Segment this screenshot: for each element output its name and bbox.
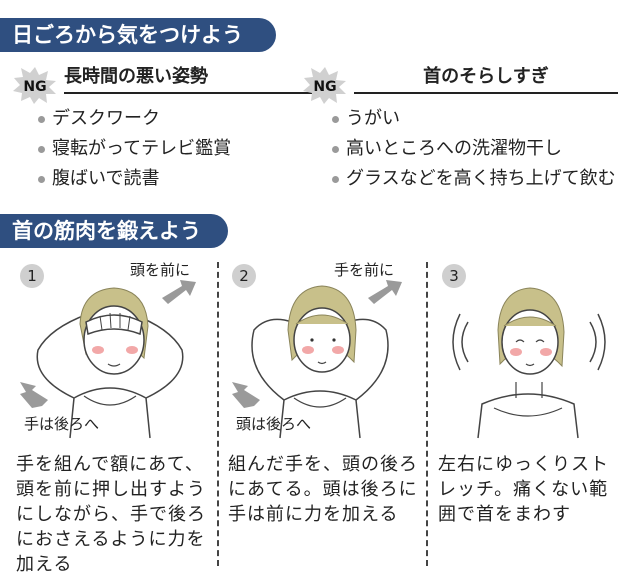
arrow-back-icon [232,382,260,408]
back-of-head-press-illustration [232,280,402,439]
step-description: 左右にゆっくりストレッチ。痛くない範囲で首をまわす [438,454,609,525]
ng-section-bad-posture: NG 長時間の悪い姿勢 デスクワーク 寝転がってテレビ鑑賞 腹ばいで読書 [12,62,312,202]
step-number: 2 [232,264,256,288]
exercise-step-2: 2 手を前に 頭は後ろへ 組んだ手を、頭の後ろにあてる。頭は後ろに手は前に力を加… [222,258,424,568]
step-top-label: 手を前に [334,261,395,279]
ng-list: うがい 高いところへの洗濯物干し グラスなどを高く持ち上げて飲む [332,106,618,196]
step-description: 組んだ手を、頭の後ろにあてる。頭は後ろに手は前に力を加える [228,454,418,525]
motion-line-icon [597,313,606,371]
ng-badge-text: NG [313,79,336,95]
arrow-forward-icon [162,280,196,304]
ng-title: 長時間の悪い姿勢 [64,64,312,94]
section-banner-muscles: 首の筋肉を鍛えよう [0,214,228,248]
step-top-label: 頭を前に [130,261,191,279]
step-divider [426,262,428,566]
ng-list-item: うがい [332,106,618,132]
motion-line-icon [589,321,597,363]
step-bottom-label: 手は後ろへ [24,415,100,433]
arrow-back-icon [20,382,48,408]
step-bottom-label: 頭は後ろへ [236,415,312,433]
ng-list-item: 寝転がってテレビ鑑賞 [38,136,312,162]
ng-badge-icon: NG [303,67,346,104]
forehead-press-illustration [20,280,196,439]
step-number: 3 [442,264,466,288]
ng-list-item: グラスなどを高く持ち上げて飲む [332,166,618,192]
exercise-step-1: 1 頭を前に 手は後ろへ 手を組んで額にあて、頭を前に押し出すようにしながら、手… [10,258,216,575]
ng-list-item: デスクワーク [38,106,312,132]
arrow-forward-icon [368,280,402,304]
ng-list-item: 腹ばいで読書 [38,166,312,192]
neck-rotation-illustration [452,287,606,439]
ng-section-neck-overextension: NG 首のそらしすぎ うがい 高いところへの洗濯物干し グラスなどを高く持ち上げ… [302,62,618,212]
ng-title: 首のそらしすぎ [354,64,618,94]
motion-line-icon [461,321,469,363]
ng-list: デスクワーク 寝転がってテレビ鑑賞 腹ばいで読書 [38,106,312,196]
ng-list-item: 高いところへの洗濯物干し [332,136,618,162]
step-divider [217,262,219,566]
exercise-step-3: 3 左右にゆっくりストレッチ。痛くない範囲で首をまわす [432,258,626,568]
step-number: 1 [20,264,44,288]
ng-badge-icon: NG [13,67,56,104]
ng-badge-text: NG [23,79,46,95]
motion-line-icon [452,313,461,371]
step-description: 手を組んで額にあて、頭を前に押し出すようにしながら、手で後ろにおさえるように力を… [16,454,206,575]
section-banner-habits: 日ごろから気をつけよう [0,18,276,52]
